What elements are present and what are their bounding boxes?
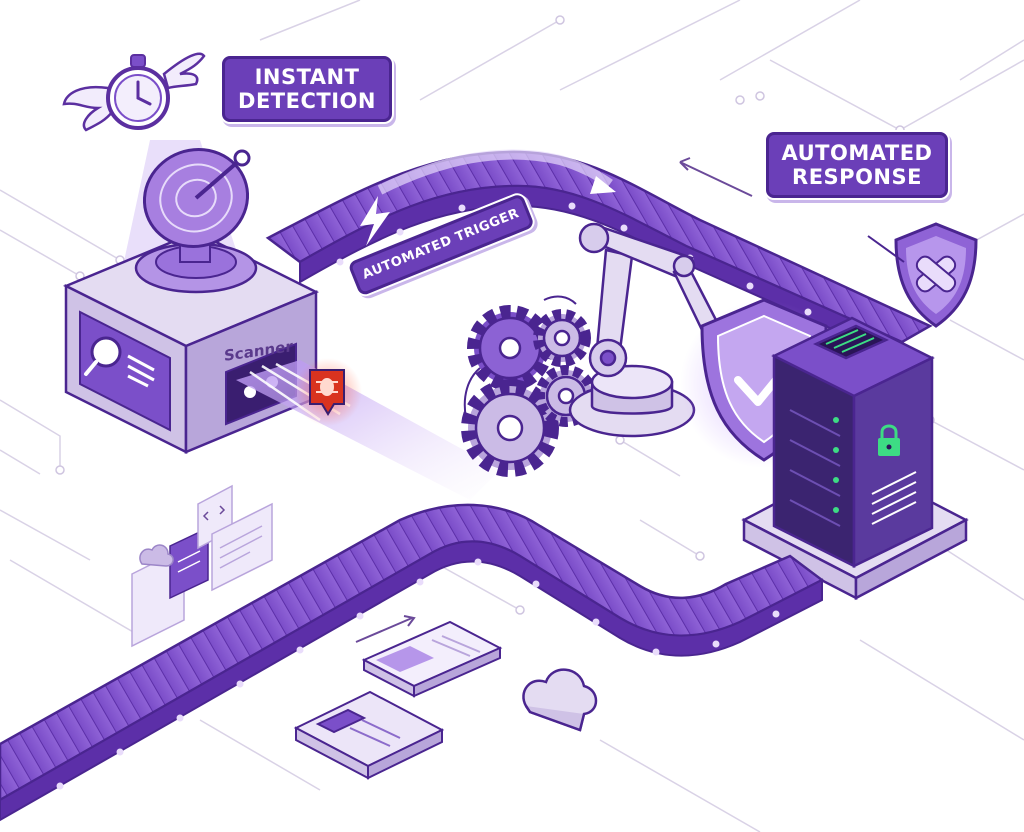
bug-alert-icon xyxy=(294,358,362,426)
magnifier-icon xyxy=(90,336,122,368)
scan-beam xyxy=(236,360,500,500)
lightning-icon xyxy=(360,196,390,246)
server-rack-icon xyxy=(741,316,969,601)
cloud-document-card xyxy=(293,690,445,780)
instant-detection-label: INSTANT DETECTION xyxy=(222,56,392,122)
automated-response-label: AUTOMATED RESPONSE xyxy=(766,132,948,198)
document-icon xyxy=(361,620,503,698)
instant-detection-line2: DETECTION xyxy=(238,89,376,114)
padlock-icon xyxy=(878,424,900,456)
gear-icon xyxy=(461,305,597,477)
code-window-icon xyxy=(131,484,273,648)
winged-stopwatch-icon xyxy=(62,52,206,132)
shield-bandage-icon xyxy=(894,222,978,328)
automated-response-line1: AUTOMATED xyxy=(781,141,933,165)
cloud-icon xyxy=(522,668,598,732)
automated-response-line2: RESPONSE xyxy=(792,165,922,190)
robotic-arm-icon xyxy=(568,222,718,438)
flow-arrow xyxy=(679,157,753,197)
cloud-icon xyxy=(139,544,174,567)
radar-dish-icon xyxy=(134,148,258,294)
instant-detection-line1: INSTANT xyxy=(254,65,360,89)
lower-conveyor xyxy=(0,503,825,822)
